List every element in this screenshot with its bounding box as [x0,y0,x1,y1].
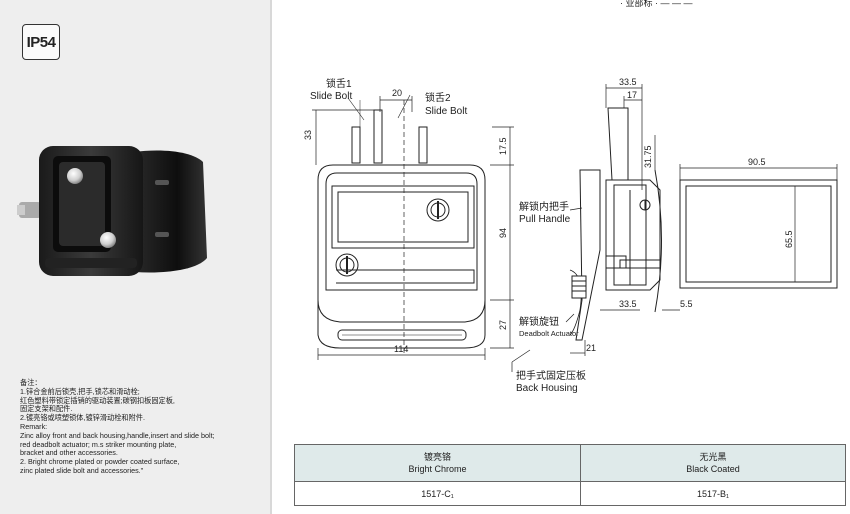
note-line: 备注： [20,378,42,387]
ip54-badge: IP54 [22,24,60,60]
note-line: 红色塑料带锁定插销的驱动装置;碳钢扣板固定板, [20,395,175,405]
header-bright-chrome: 镀亮铬 Bright Chrome [293,444,582,482]
remarks-notes: 备注： 1.锌合金前后锁壳,把手,锁芯和滑动栓; 红色塑料带锁定插销的驱动装置;… [20,378,265,476]
side-dimensions [511,84,680,372]
dim-17: 17 [627,90,637,100]
front-view [317,100,486,355]
dim-114: 114 [394,344,408,354]
cutout-view [679,179,838,289]
dim-17-5: 17.5 [498,137,508,155]
header-cn: 镀亮铬 [424,452,452,462]
dim-33: 33 [303,130,313,140]
table-header-row: 镀亮铬 Bright Chrome 无光黑 Black Coated [293,444,846,482]
note-line: Zinc alloy front and back housing,handle… [20,430,215,440]
note-line: 固定支架和配件. [20,404,73,414]
table-row: 1517-C₁ 1517-B₁ [293,481,846,506]
dim-33-5-top: 33.5 [619,77,637,87]
panel-divider [270,0,272,514]
label-slide-bolt-1-en: Slide Bolt [310,91,352,102]
dim-5-5: 5.5 [680,299,693,309]
dim-27: 27 [498,320,508,330]
label-back-housing-cn: 把手式固定压板 [516,369,586,382]
dim-94: 94 [498,228,508,238]
dim-65-5: 65.5 [784,230,794,248]
finish-table: 镀亮铬 Bright Chrome 无光黑 Black Coated 1517-C₁… [293,444,846,506]
ip54-label: IP54 [26,33,56,51]
header-cn: 无光黑 [699,452,727,462]
note-line: 2. Bright chrome plated or powder coated… [20,457,180,467]
header-partial: · 业部标 · — — — [620,0,693,8]
cell-model-black: 1517-B₁ [580,481,846,506]
label-slide-bolt-2-cn: 锁舌2 [425,91,451,104]
label-pull-handle-en: Pull Handle [519,214,571,225]
note-line: zinc plated slide bolt and accessories." [20,465,144,475]
label-deadbolt-en: Deadbolt Actuator [519,329,579,338]
note-line: bracket and other accessories. [20,448,118,458]
dim-33-5-bottom: 33.5 [619,299,637,309]
note-line: 2.镀亮铬或喷塑锁体,镀锌滑动栓和附件. [20,413,145,423]
front-dimensions [312,94,514,360]
technical-drawing: 锁舌1 Slide Bolt 锁舌2 Slide Bolt 20 33 17.5… [303,77,838,394]
product-photo [17,146,207,276]
label-pull-handle-cn: 解锁内把手 [519,200,569,213]
note-line: 1.锌合金前后锁壳,把手,锁芯和滑动栓; [20,386,140,396]
header-black-coated: 无光黑 Black Coated [580,444,846,482]
note-line: red deadbolt actuator; m.s striker mount… [20,439,177,449]
dim-20: 20 [392,88,402,98]
label-deadbolt-cn: 解锁旋钮 [519,315,559,328]
left-panel: IP54 [0,0,270,514]
header-en: Black Coated [686,464,740,474]
label-slide-bolt-2-en: Slide Bolt [425,106,467,117]
cutout-dimensions [679,164,838,282]
dim-21: 21 [586,343,596,353]
dim-90-5: 90.5 [748,157,766,167]
label-slide-bolt-1-cn: 锁舌1 [326,77,352,90]
dim-31-75: 31.75 [643,145,653,168]
note-line: Remark: [20,421,48,431]
header-en: Bright Chrome [408,464,467,474]
side-view [569,107,662,341]
label-back-housing-en: Back Housing [516,383,578,394]
cell-model-chrome: 1517-C₁ [293,481,582,506]
